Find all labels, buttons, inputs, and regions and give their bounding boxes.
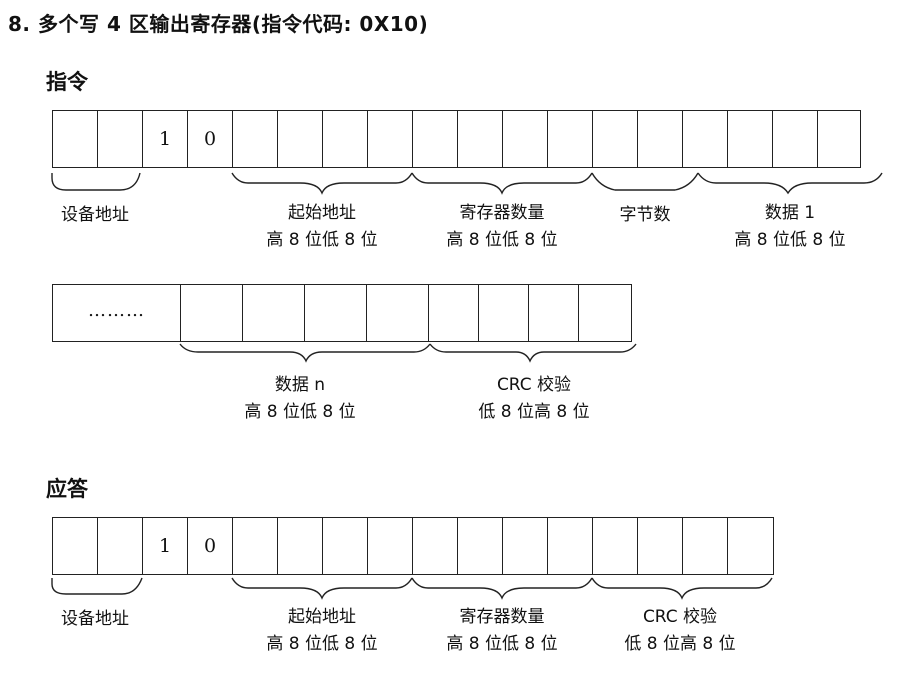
label-start-address: 起始地址 高 8 位低 8 位 — [266, 203, 378, 250]
frame-cell — [368, 518, 413, 574]
frame-cell — [278, 518, 323, 574]
brace-register-count — [411, 172, 593, 195]
frame-cell — [53, 111, 98, 167]
frame-cell — [368, 111, 413, 167]
frame-cell — [458, 518, 503, 574]
frame-cell — [98, 518, 143, 574]
frame-cell — [683, 518, 728, 574]
brace-data-n — [179, 343, 431, 363]
frame-cell — [503, 111, 548, 167]
page-title: 8. 多个写 4 区输出寄存器(指令代码: 0X10) — [8, 12, 429, 36]
frame-cell — [529, 285, 579, 341]
label-resp-crc: CRC 校验 低 8 位高 8 位 — [624, 607, 736, 654]
label-device-address: 设备地址 — [61, 205, 129, 225]
frame-cell — [243, 285, 305, 341]
frame-cell — [728, 518, 773, 574]
command-heading: 指令 — [46, 70, 88, 94]
frame-cell — [593, 518, 638, 574]
label-resp-device-address: 设备地址 — [61, 609, 129, 629]
frame-cell — [548, 518, 593, 574]
label-crc: CRC 校验 低 8 位高 8 位 — [478, 375, 590, 422]
frame-cell — [98, 111, 143, 167]
frame-cell: ……… — [53, 285, 181, 341]
frame-cell — [323, 111, 368, 167]
command-frame-row-2: ……… — [52, 284, 632, 342]
frame-cell — [728, 111, 773, 167]
frame-cell — [638, 111, 683, 167]
frame-cell — [53, 518, 98, 574]
frame-cell — [181, 285, 243, 341]
frame-cell: 0 — [188, 518, 233, 574]
frame-cell — [367, 285, 429, 341]
label-byte-count: 字节数 — [619, 205, 671, 225]
frame-cell — [683, 111, 728, 167]
frame-cell — [593, 111, 638, 167]
label-resp-start-address: 起始地址 高 8 位低 8 位 — [266, 607, 378, 654]
label-resp-register-count: 寄存器数量 高 8 位低 8 位 — [446, 607, 558, 654]
brace-resp-device-address — [51, 577, 143, 595]
frame-cell — [503, 518, 548, 574]
frame-cell — [413, 111, 458, 167]
frame-cell — [479, 285, 529, 341]
frame-cell: 0 — [188, 111, 233, 167]
frame-cell — [278, 111, 323, 167]
frame-cell — [413, 518, 458, 574]
brace-device-address — [51, 172, 141, 191]
response-heading: 应答 — [46, 477, 88, 501]
frame-cell — [638, 518, 683, 574]
frame-cell — [458, 111, 503, 167]
frame-cell — [233, 111, 278, 167]
brace-byte-count — [591, 172, 699, 191]
brace-resp-crc — [591, 577, 773, 600]
brace-start-address — [231, 172, 413, 195]
frame-cell — [305, 285, 367, 341]
frame-cell — [548, 111, 593, 167]
frame-cell: 1 — [143, 518, 188, 574]
frame-cell — [773, 111, 818, 167]
brace-resp-register-count — [411, 577, 593, 600]
brace-data-1 — [697, 172, 883, 195]
frame-cell — [429, 285, 479, 341]
brace-crc — [429, 343, 637, 363]
brace-resp-start-address — [231, 577, 413, 600]
frame-cell: 1 — [143, 111, 188, 167]
label-register-count: 寄存器数量 高 8 位低 8 位 — [446, 203, 558, 250]
label-data-1: 数据 1 高 8 位低 8 位 — [734, 203, 846, 250]
frame-cell — [323, 518, 368, 574]
frame-cell — [233, 518, 278, 574]
label-data-n: 数据 n 高 8 位低 8 位 — [244, 375, 356, 422]
